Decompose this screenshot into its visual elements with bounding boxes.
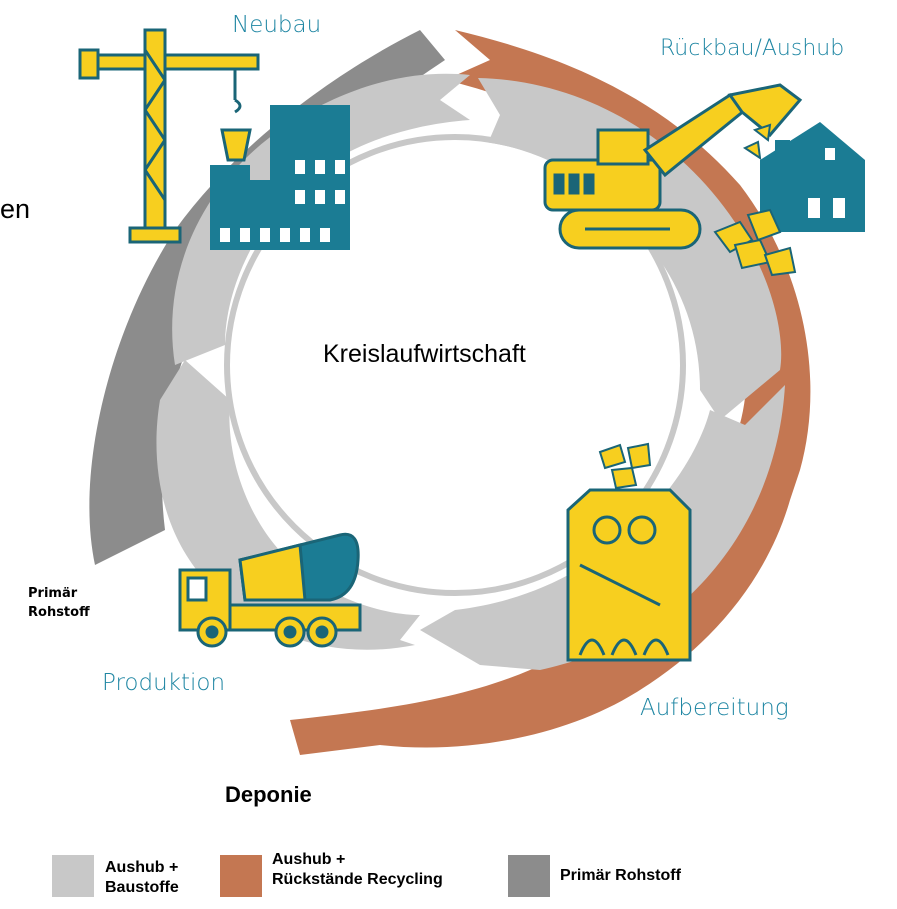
left-fragment-text: en <box>0 194 30 224</box>
house-icon <box>760 122 865 232</box>
legend-swatch-baustoffe <box>52 855 94 897</box>
primary-input-label-line1: Primär <box>28 586 78 601</box>
excavator-icon <box>543 83 803 250</box>
primary-input-label-line2: Rohstoff <box>28 605 90 620</box>
crushed-rubble-icon <box>598 442 652 490</box>
legend-label-baustoffe: Aushub + Baustoffe <box>105 859 179 896</box>
mixer-truck-icon <box>178 532 362 648</box>
building-icon <box>210 105 350 250</box>
rubble-icon <box>713 123 797 277</box>
center-label: Kreislaufwirtschaft <box>323 340 526 368</box>
crusher-icon <box>566 488 692 662</box>
legend-swatch-primaer <box>508 855 550 897</box>
stage-label-aufbereitung: Aufbereitung <box>640 695 789 721</box>
crane-icon <box>78 28 260 244</box>
stage-label-rueckbau: Rückbau/Aushub <box>660 36 844 61</box>
stage-label-produktion: Produktion <box>102 670 225 696</box>
stage-label-neubau: Neubau <box>232 12 321 38</box>
inner-disc <box>230 140 680 590</box>
legend-swatch-recycling <box>220 855 262 897</box>
deponie-label: Deponie <box>225 782 312 807</box>
legend-label-recycling: Aushub + Rückstände Recycling <box>272 851 443 888</box>
legend-label-primaer: Primär Rohstoff <box>560 867 681 884</box>
